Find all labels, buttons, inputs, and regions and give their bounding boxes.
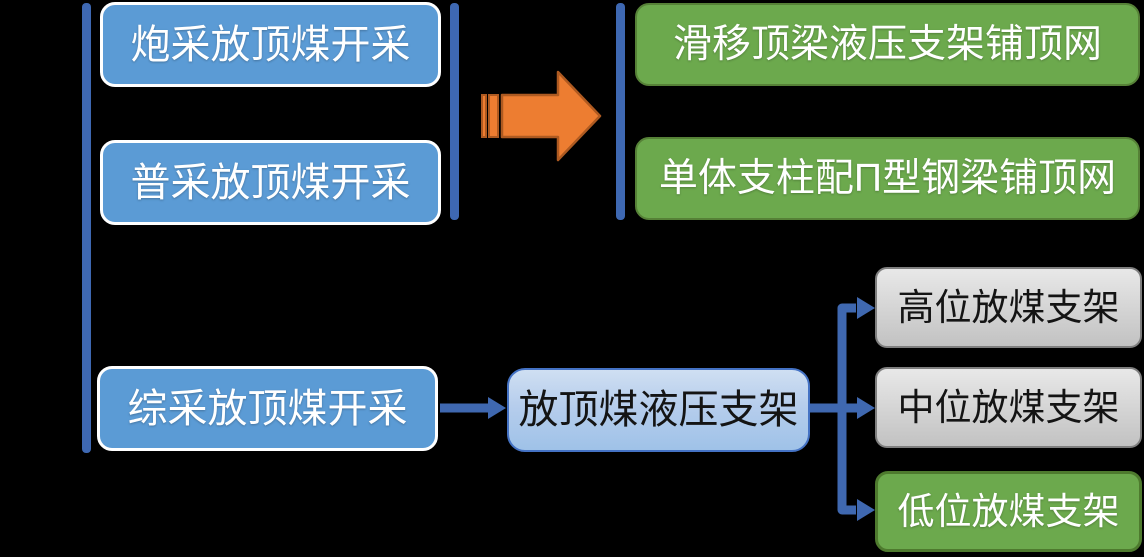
node-sliding-top-beam-hydraulic-support-net: 滑移顶梁液压支架铺顶网 — [635, 3, 1140, 86]
node-mid-position-caving-support: 中位放煤支架 — [875, 367, 1142, 448]
striped-right-arrow-icon — [481, 70, 602, 162]
left-bracket-line — [82, 3, 91, 453]
node-top-coal-caving-hydraulic-support: 放顶煤液压支架 — [507, 368, 810, 452]
node-conventional-mining-top-coal-caving: 普采放顶煤开采 — [100, 140, 441, 225]
connector-arrow-icon — [440, 397, 506, 419]
mid-right-bracket-line — [616, 3, 625, 220]
node-fully-mechanized-top-coal-caving: 综采放顶煤开采 — [97, 366, 438, 451]
branch-connector-icon — [810, 297, 875, 521]
node-single-prop-pi-steel-beam-net: 单体支柱配Π型钢梁铺顶网 — [635, 137, 1140, 220]
node-high-position-caving-support: 高位放煤支架 — [875, 267, 1142, 348]
mid-left-bracket-line — [450, 3, 459, 220]
node-low-position-caving-support: 低位放煤支架 — [875, 471, 1142, 552]
node-blast-mining-top-coal-caving: 炮采放顶煤开采 — [100, 2, 441, 87]
